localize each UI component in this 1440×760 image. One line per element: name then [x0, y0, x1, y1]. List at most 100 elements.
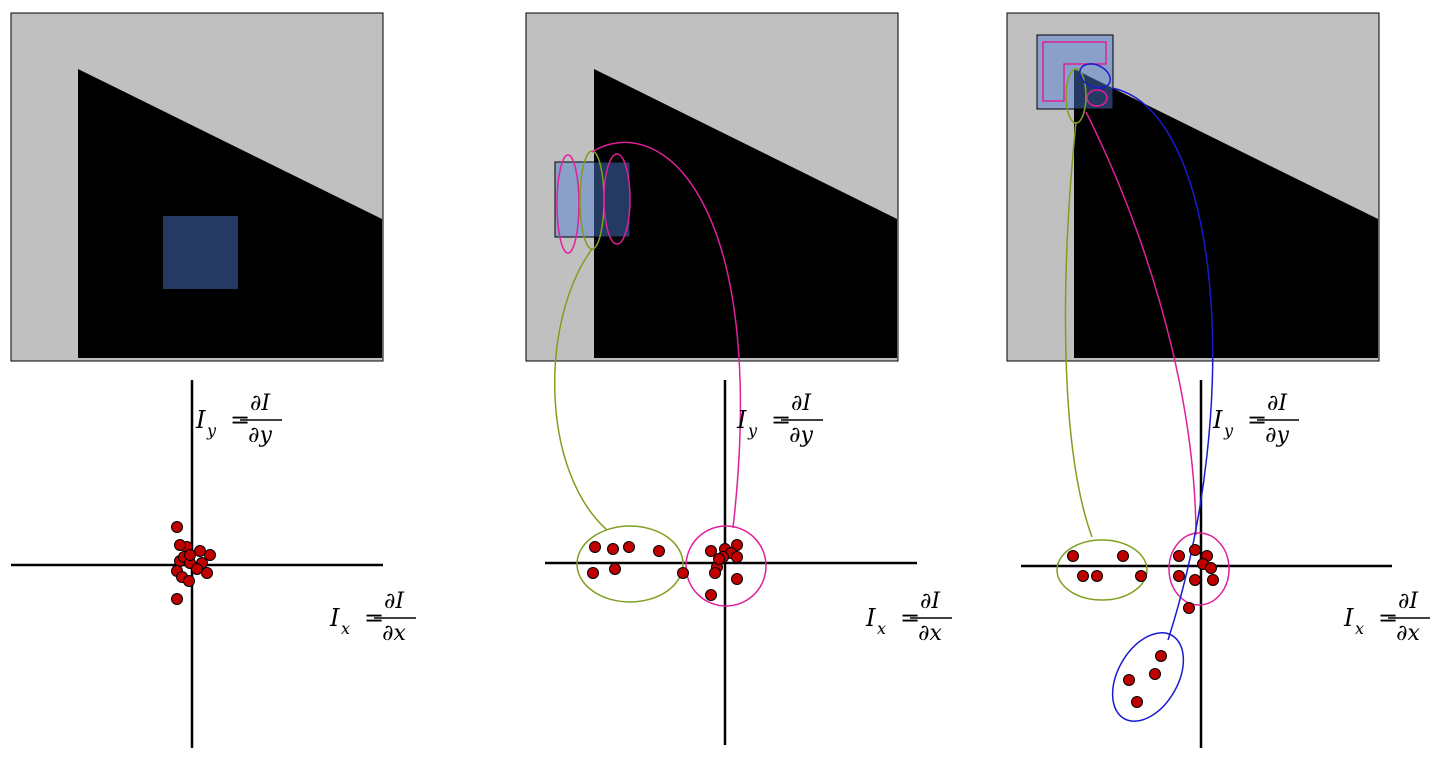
gradient-point [731, 573, 743, 585]
window-edge-light [555, 162, 594, 237]
cluster-edge-left [576, 525, 684, 603]
panel-edge: I y = ∂I ∂y I x = ∂I ∂x [525, 12, 952, 745]
iy-denominator: ∂y [789, 423, 813, 448]
iy-numerator: ∂I [791, 391, 812, 416]
gradient-point [587, 567, 599, 579]
iy-symbol: I [1212, 406, 1223, 434]
gradient-plot-corner: I y = ∂I ∂y I x = ∂I ∂x [1021, 87, 1430, 748]
ix-denominator: ∂x [1396, 621, 1420, 646]
ix-denominator: ∂x [918, 621, 942, 646]
iy-subscript: y [747, 421, 758, 440]
iy-numerator: ∂I [250, 391, 271, 416]
iy-numerator: ∂I [1267, 391, 1288, 416]
ix-numerator: ∂I [1398, 589, 1419, 614]
gradient-point [183, 575, 195, 587]
dark-shape [78, 69, 382, 358]
gradient-point [609, 563, 621, 575]
iy-label: I y = ∂I ∂y [1212, 391, 1299, 448]
window-flat [163, 216, 238, 289]
gradient-point [1205, 562, 1217, 574]
gradient-points [171, 521, 216, 605]
gradient-point [589, 541, 601, 553]
panel-corner: I y = ∂I ∂y I x = ∂I ∂x [1006, 12, 1430, 748]
iy-denominator: ∂y [1265, 423, 1289, 448]
link-green [553, 248, 608, 531]
iy-label: I y = ∂I ∂y [195, 391, 282, 448]
gradient-point [171, 593, 183, 605]
ix-label: I x = ∂I ∂x [329, 589, 416, 646]
corner-region-l-shape [1042, 41, 1107, 102]
gradient-point [1173, 550, 1185, 562]
gradient-point [705, 545, 717, 557]
gradient-point [731, 551, 743, 563]
gradient-point [1123, 674, 1135, 686]
iy-denominator: ∂y [248, 423, 272, 448]
ix-symbol: I [329, 604, 340, 632]
image-corner [1006, 12, 1380, 362]
gradient-point [191, 563, 203, 575]
iy-label: I y = ∂I ∂y [736, 391, 823, 448]
gradient-point [194, 545, 206, 557]
iy-symbol: I [195, 406, 206, 434]
ix-numerator: ∂I [384, 589, 405, 614]
gradient-point [1131, 696, 1143, 708]
iy-subscript: y [206, 421, 217, 440]
window-edge-dark [594, 162, 630, 237]
ix-symbol: I [1343, 604, 1354, 632]
gradient-point [653, 545, 665, 557]
gradient-point [184, 549, 196, 561]
gradient-point [1155, 650, 1167, 662]
gradient-point [1067, 550, 1079, 562]
gradient-point [1189, 574, 1201, 586]
gradient-plot-flat: I y = ∂I ∂y I x = ∂I ∂x [11, 380, 416, 748]
link-magenta [1085, 111, 1197, 536]
gradient-point [1173, 570, 1185, 582]
ix-label: I x = ∂I ∂x [1343, 589, 1430, 646]
gradient-point [705, 589, 717, 601]
gradient-point [1183, 602, 1195, 614]
gradient-point [1189, 544, 1201, 556]
link-green [1064, 121, 1093, 538]
dark-shape [1074, 69, 1378, 358]
gradient-point [1117, 550, 1129, 562]
image-flat [10, 12, 384, 362]
iy-subscript: y [1223, 421, 1234, 440]
image-edge [525, 12, 899, 362]
corner-region-blue [1079, 63, 1111, 89]
gradient-points [587, 539, 743, 601]
cluster-corner-blue [1111, 632, 1185, 722]
ix-numerator: ∂I [920, 589, 941, 614]
gradient-point [623, 541, 635, 553]
gradient-point [1207, 574, 1219, 586]
ix-symbol: I [865, 604, 876, 632]
cluster-edge-right [685, 525, 767, 607]
ix-subscript: x [1355, 619, 1364, 638]
gradient-point [171, 521, 183, 533]
gradient-point [1149, 668, 1161, 680]
cluster-corner-left [1056, 539, 1148, 601]
edge-region-right [603, 153, 631, 245]
gradient-point [174, 539, 186, 551]
ix-label: I x = ∂I ∂x [865, 589, 952, 646]
ix-denominator: ∂x [382, 621, 406, 646]
gradient-point [201, 567, 213, 579]
gradient-point [204, 549, 216, 561]
dark-shape [594, 69, 897, 358]
gradient-point [1091, 570, 1103, 582]
edge-region-left [556, 154, 580, 254]
gradient-point [731, 539, 743, 551]
gradient-point [709, 567, 721, 579]
gradient-point [1077, 570, 1089, 582]
gradient-point [607, 543, 619, 555]
gradient-points [1067, 544, 1219, 708]
link-blue [1111, 87, 1214, 641]
gradient-point [1135, 570, 1147, 582]
ix-subscript: x [877, 619, 886, 638]
corner-region-magenta [1086, 89, 1108, 107]
gradient-point [713, 553, 725, 565]
window-corner-outline [1036, 34, 1114, 110]
panel-flat: I y = ∂I ∂y I x = ∂I ∂x [10, 12, 416, 748]
link-magenta [591, 141, 742, 529]
iy-symbol: I [736, 406, 747, 434]
